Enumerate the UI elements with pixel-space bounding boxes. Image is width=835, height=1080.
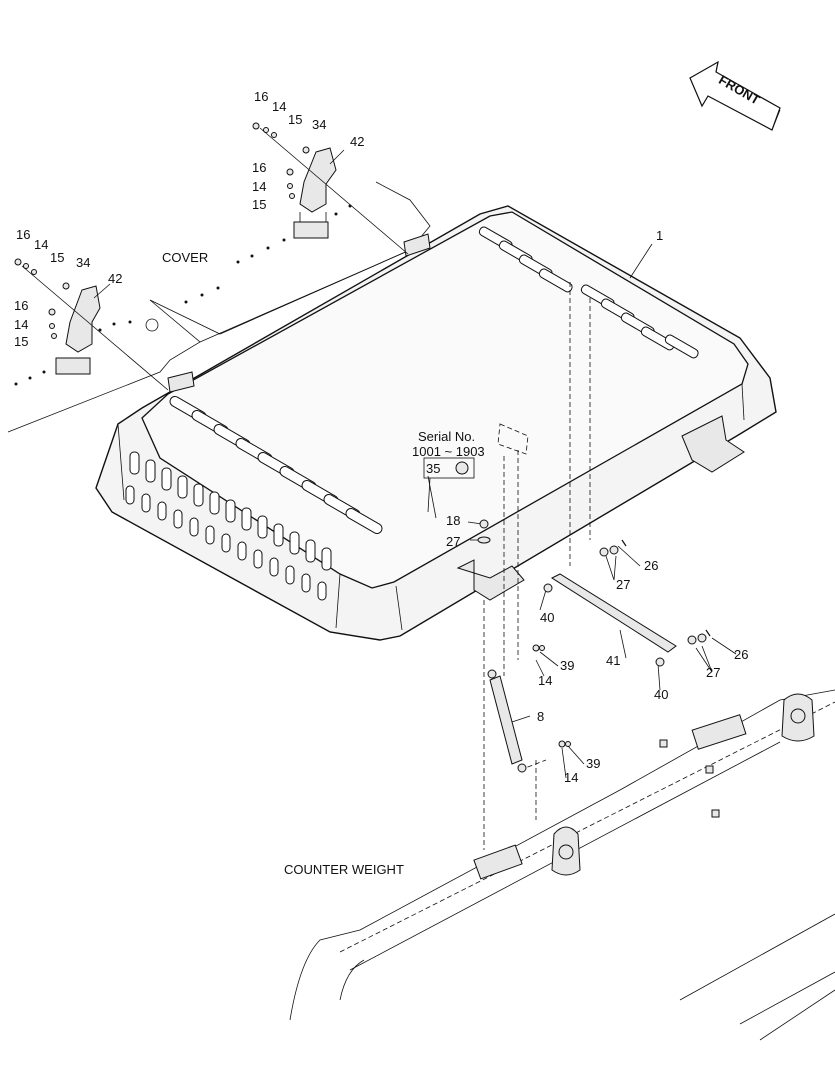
serial-note-box bbox=[423, 457, 475, 513]
callout-39-b: 39 bbox=[586, 756, 600, 771]
callout-15-left-b: 15 bbox=[14, 334, 28, 349]
latch-assembly-left bbox=[14, 258, 169, 391]
front-label: FRONT bbox=[716, 72, 762, 107]
callout-34-upper: 34 bbox=[312, 117, 326, 132]
callout-16-upper-b: 16 bbox=[252, 160, 266, 175]
callout-34-left: 34 bbox=[76, 255, 90, 270]
callout-18: 18 bbox=[446, 513, 460, 528]
callout-35: 35 bbox=[426, 461, 440, 476]
cover-label: COVER bbox=[162, 250, 208, 265]
callout-16-left-b: 16 bbox=[14, 298, 28, 313]
top-vent-slots bbox=[169, 226, 699, 534]
small-hardware bbox=[477, 519, 571, 748]
callout-40-b: 40 bbox=[654, 687, 668, 702]
callout-14-left-b: 14 bbox=[14, 317, 28, 332]
callout-14-left-a: 14 bbox=[34, 237, 48, 252]
callout-14-upper-b: 14 bbox=[252, 179, 266, 194]
latch-assembly-upper bbox=[252, 122, 409, 255]
hinge-bracket-front bbox=[456, 559, 525, 601]
callout-14-mid: 14 bbox=[538, 673, 552, 688]
hood-body bbox=[95, 205, 777, 641]
front-arrow-icon bbox=[689, 60, 781, 131]
side-vent-slots bbox=[125, 451, 332, 601]
callout-15-left-a: 15 bbox=[50, 250, 64, 265]
callout-42-upper: 42 bbox=[350, 134, 364, 149]
counter-weight bbox=[289, 689, 835, 1041]
callout-1: 1 bbox=[656, 228, 663, 243]
gas-spring bbox=[487, 669, 527, 773]
serial-range: 1001 ~ 1903 bbox=[412, 444, 485, 459]
callout-16-left-a: 16 bbox=[16, 227, 30, 242]
callout-numbers: 1 16 14 15 34 42 16 14 15 16 14 15 34 42… bbox=[14, 89, 748, 785]
cover-hole-dots bbox=[14, 204, 352, 386]
callout-8: 8 bbox=[537, 709, 544, 724]
callout-14-low: 14 bbox=[564, 770, 578, 785]
callout-15-upper-b: 15 bbox=[252, 197, 266, 212]
callout-26-a: 26 bbox=[644, 558, 658, 573]
callout-14-upper-a: 14 bbox=[272, 99, 286, 114]
counter-weight-label: COUNTER WEIGHT bbox=[284, 862, 404, 877]
callout-39-a: 39 bbox=[560, 658, 574, 673]
callout-26-b: 26 bbox=[734, 647, 748, 662]
callout-40-a: 40 bbox=[540, 610, 554, 625]
hinge-bracket-rear bbox=[681, 415, 745, 473]
callout-42-left: 42 bbox=[108, 271, 122, 286]
stay-rod bbox=[543, 539, 711, 667]
callout-27-a: 27 bbox=[446, 534, 460, 549]
callout-27-c: 27 bbox=[706, 665, 720, 680]
serial-title: Serial No. bbox=[418, 429, 475, 444]
callout-15-upper-a: 15 bbox=[288, 112, 302, 127]
callout-27-b: 27 bbox=[616, 577, 630, 592]
callout-41: 41 bbox=[606, 653, 620, 668]
callout-16-upper-a: 16 bbox=[254, 89, 268, 104]
